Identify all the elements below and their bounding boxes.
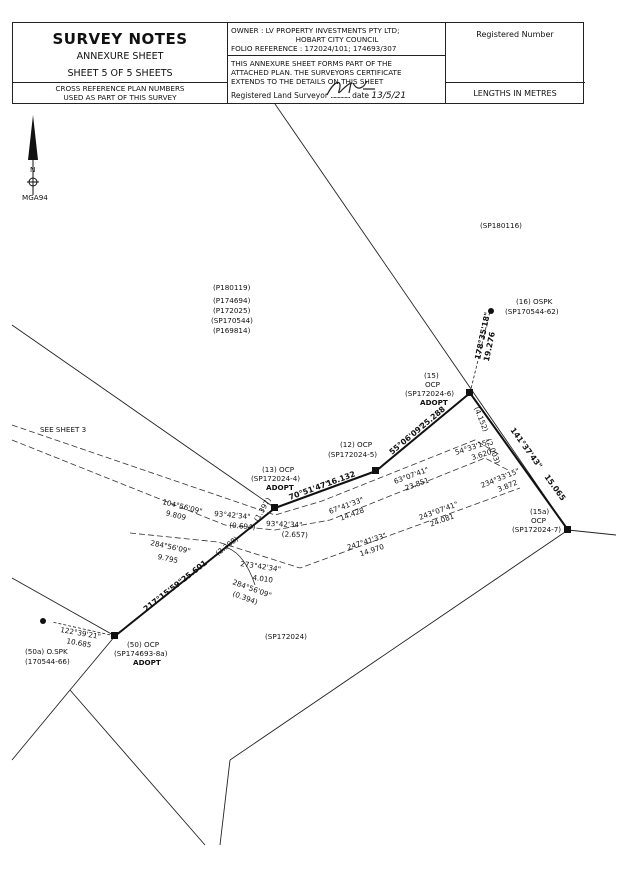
north-arrow-icon — [27, 115, 39, 195]
mark-label: (15a) — [530, 507, 549, 516]
boundary-line — [11, 577, 116, 637]
owner-line: HOBART CITY COUNCIL — [295, 35, 379, 44]
mark-label: OCP — [531, 516, 547, 525]
distance: (0.694) — [229, 520, 256, 531]
header-table: SURVEY NOTES ANNEXURE SHEET SHEET 5 OF 5… — [12, 22, 585, 104]
connection-line — [469, 310, 491, 394]
lengths-note: LENGTHS IN METRES — [473, 89, 557, 98]
divider — [445, 82, 585, 83]
boundary-line — [11, 689, 71, 761]
north-letter: N — [30, 165, 35, 174]
mark-50 — [111, 632, 118, 639]
divider — [227, 55, 445, 56]
parcel-label: (P172025) — [213, 306, 251, 315]
mark-label: (50) OCP — [127, 640, 160, 649]
mark-label: (SP170544-62) — [505, 307, 559, 316]
leader-line — [227, 547, 256, 586]
boundary-line — [219, 759, 231, 846]
bearing: 93°42'34" — [266, 519, 303, 529]
mark-13 — [271, 504, 278, 511]
mark-label: (SP172024-4) — [251, 474, 300, 483]
boundary-line — [274, 103, 569, 531]
mark-15a — [564, 526, 571, 533]
title: SURVEY NOTES — [52, 30, 188, 48]
signature — [326, 80, 375, 96]
connection-line — [51, 621, 116, 637]
bearing: 93°42'34" — [214, 509, 251, 521]
mark-label: (12) OCP — [340, 440, 373, 449]
folio-reference: FOLIO REFERENCE : 172024/101; 174693/307 — [231, 44, 397, 53]
traverse-line — [469, 392, 569, 531]
distance: 9.795 — [157, 552, 179, 565]
divider — [445, 23, 446, 104]
cross-ref-line: USED AS PART OF THIS SURVEY — [63, 93, 177, 102]
mark-label: (16) OSPK — [516, 297, 553, 306]
surveyor-label: Registered Land Surveyor — [231, 91, 328, 100]
date-label: date — [352, 91, 370, 100]
bearing: 273°42'34" — [240, 559, 282, 574]
mark-label: (170544-66) — [25, 657, 70, 666]
mark-50a — [40, 618, 46, 624]
registered-number: Registered Number — [476, 30, 554, 39]
cross-ref-line: CROSS REFERENCE PLAN NUMBERS — [55, 84, 185, 93]
mark-label: (50a) O.SPK — [25, 647, 68, 656]
easement-line — [129, 487, 521, 569]
distance: 25.601 — [180, 558, 209, 584]
distance: (2.308) — [214, 534, 240, 557]
mark-label: ADOPT — [266, 483, 294, 492]
divider — [227, 23, 228, 104]
mark-label: (SP174693-8a) — [114, 649, 168, 658]
parcel-sp172024: (SP172024) — [265, 632, 307, 641]
parcel-label: (P169814) — [213, 326, 251, 335]
boundary-line — [11, 324, 276, 509]
see-sheet-note: SEE SHEET 3 — [40, 425, 86, 434]
date-value: 13/5/21 — [371, 91, 407, 101]
distance: (2.657) — [282, 530, 309, 540]
datum-label: MGA94 — [22, 193, 48, 202]
bearing: 217°15'59" — [142, 577, 186, 614]
traverse-line — [114, 507, 276, 637]
easement-line — [11, 424, 501, 516]
mark-label: (SP172024-5) — [328, 450, 377, 459]
mark-label: (SP172024-7) — [512, 525, 561, 534]
boundary-line — [69, 635, 116, 691]
subtitle: ANNEXURE SHEET — [76, 51, 164, 62]
mark-label: ADOPT — [420, 398, 448, 407]
bearing: 284°56'09" — [150, 538, 192, 555]
mark-label: OCP — [425, 380, 441, 389]
mark-15 — [466, 389, 473, 396]
mark-label: ADOPT — [133, 658, 161, 667]
mark-label: (15) — [424, 371, 439, 380]
mark-16 — [488, 308, 494, 314]
parcel-label: (SP170544) — [211, 316, 253, 325]
boundary-line — [567, 529, 617, 536]
annex-line: ATTACHED PLAN. THE SURVEYORS CERTIFICATE — [231, 68, 402, 77]
traverse-line — [274, 470, 377, 509]
distance: 16.132 — [325, 469, 356, 488]
easement-line — [11, 439, 509, 531]
divider — [13, 82, 227, 83]
distance: 10.685 — [66, 636, 92, 649]
boundary-line — [69, 689, 206, 846]
distance: 25.288 — [418, 405, 447, 431]
surveyor-line: Registered Land Surveyor .............. … — [231, 91, 407, 101]
bearing: 141°37'43" — [508, 426, 544, 470]
owner-line: OWNER : LV PROPERTY INVESTMENTS PTY LTD; — [231, 26, 400, 35]
annex-line: EXTENDS TO THE DETAILS ON THIS SHEET — [231, 77, 384, 86]
mark-label: (13) OCP — [262, 465, 295, 474]
sheet-number: SHEET 5 OF 5 SHEETS — [67, 68, 173, 79]
distance: 4.010 — [252, 573, 274, 585]
parcel-label: (P180119) — [213, 283, 251, 292]
traverse-line — [375, 392, 471, 472]
parcel-sp180116: (SP180116) — [480, 221, 522, 230]
mark-12 — [372, 467, 379, 474]
boundary-line — [229, 529, 569, 761]
annex-line: THIS ANNEXURE SHEET FORMS PART OF THE — [231, 59, 392, 68]
parcel-label: (P174694) — [213, 296, 251, 305]
mark-label: (SP172024-6) — [405, 389, 454, 398]
